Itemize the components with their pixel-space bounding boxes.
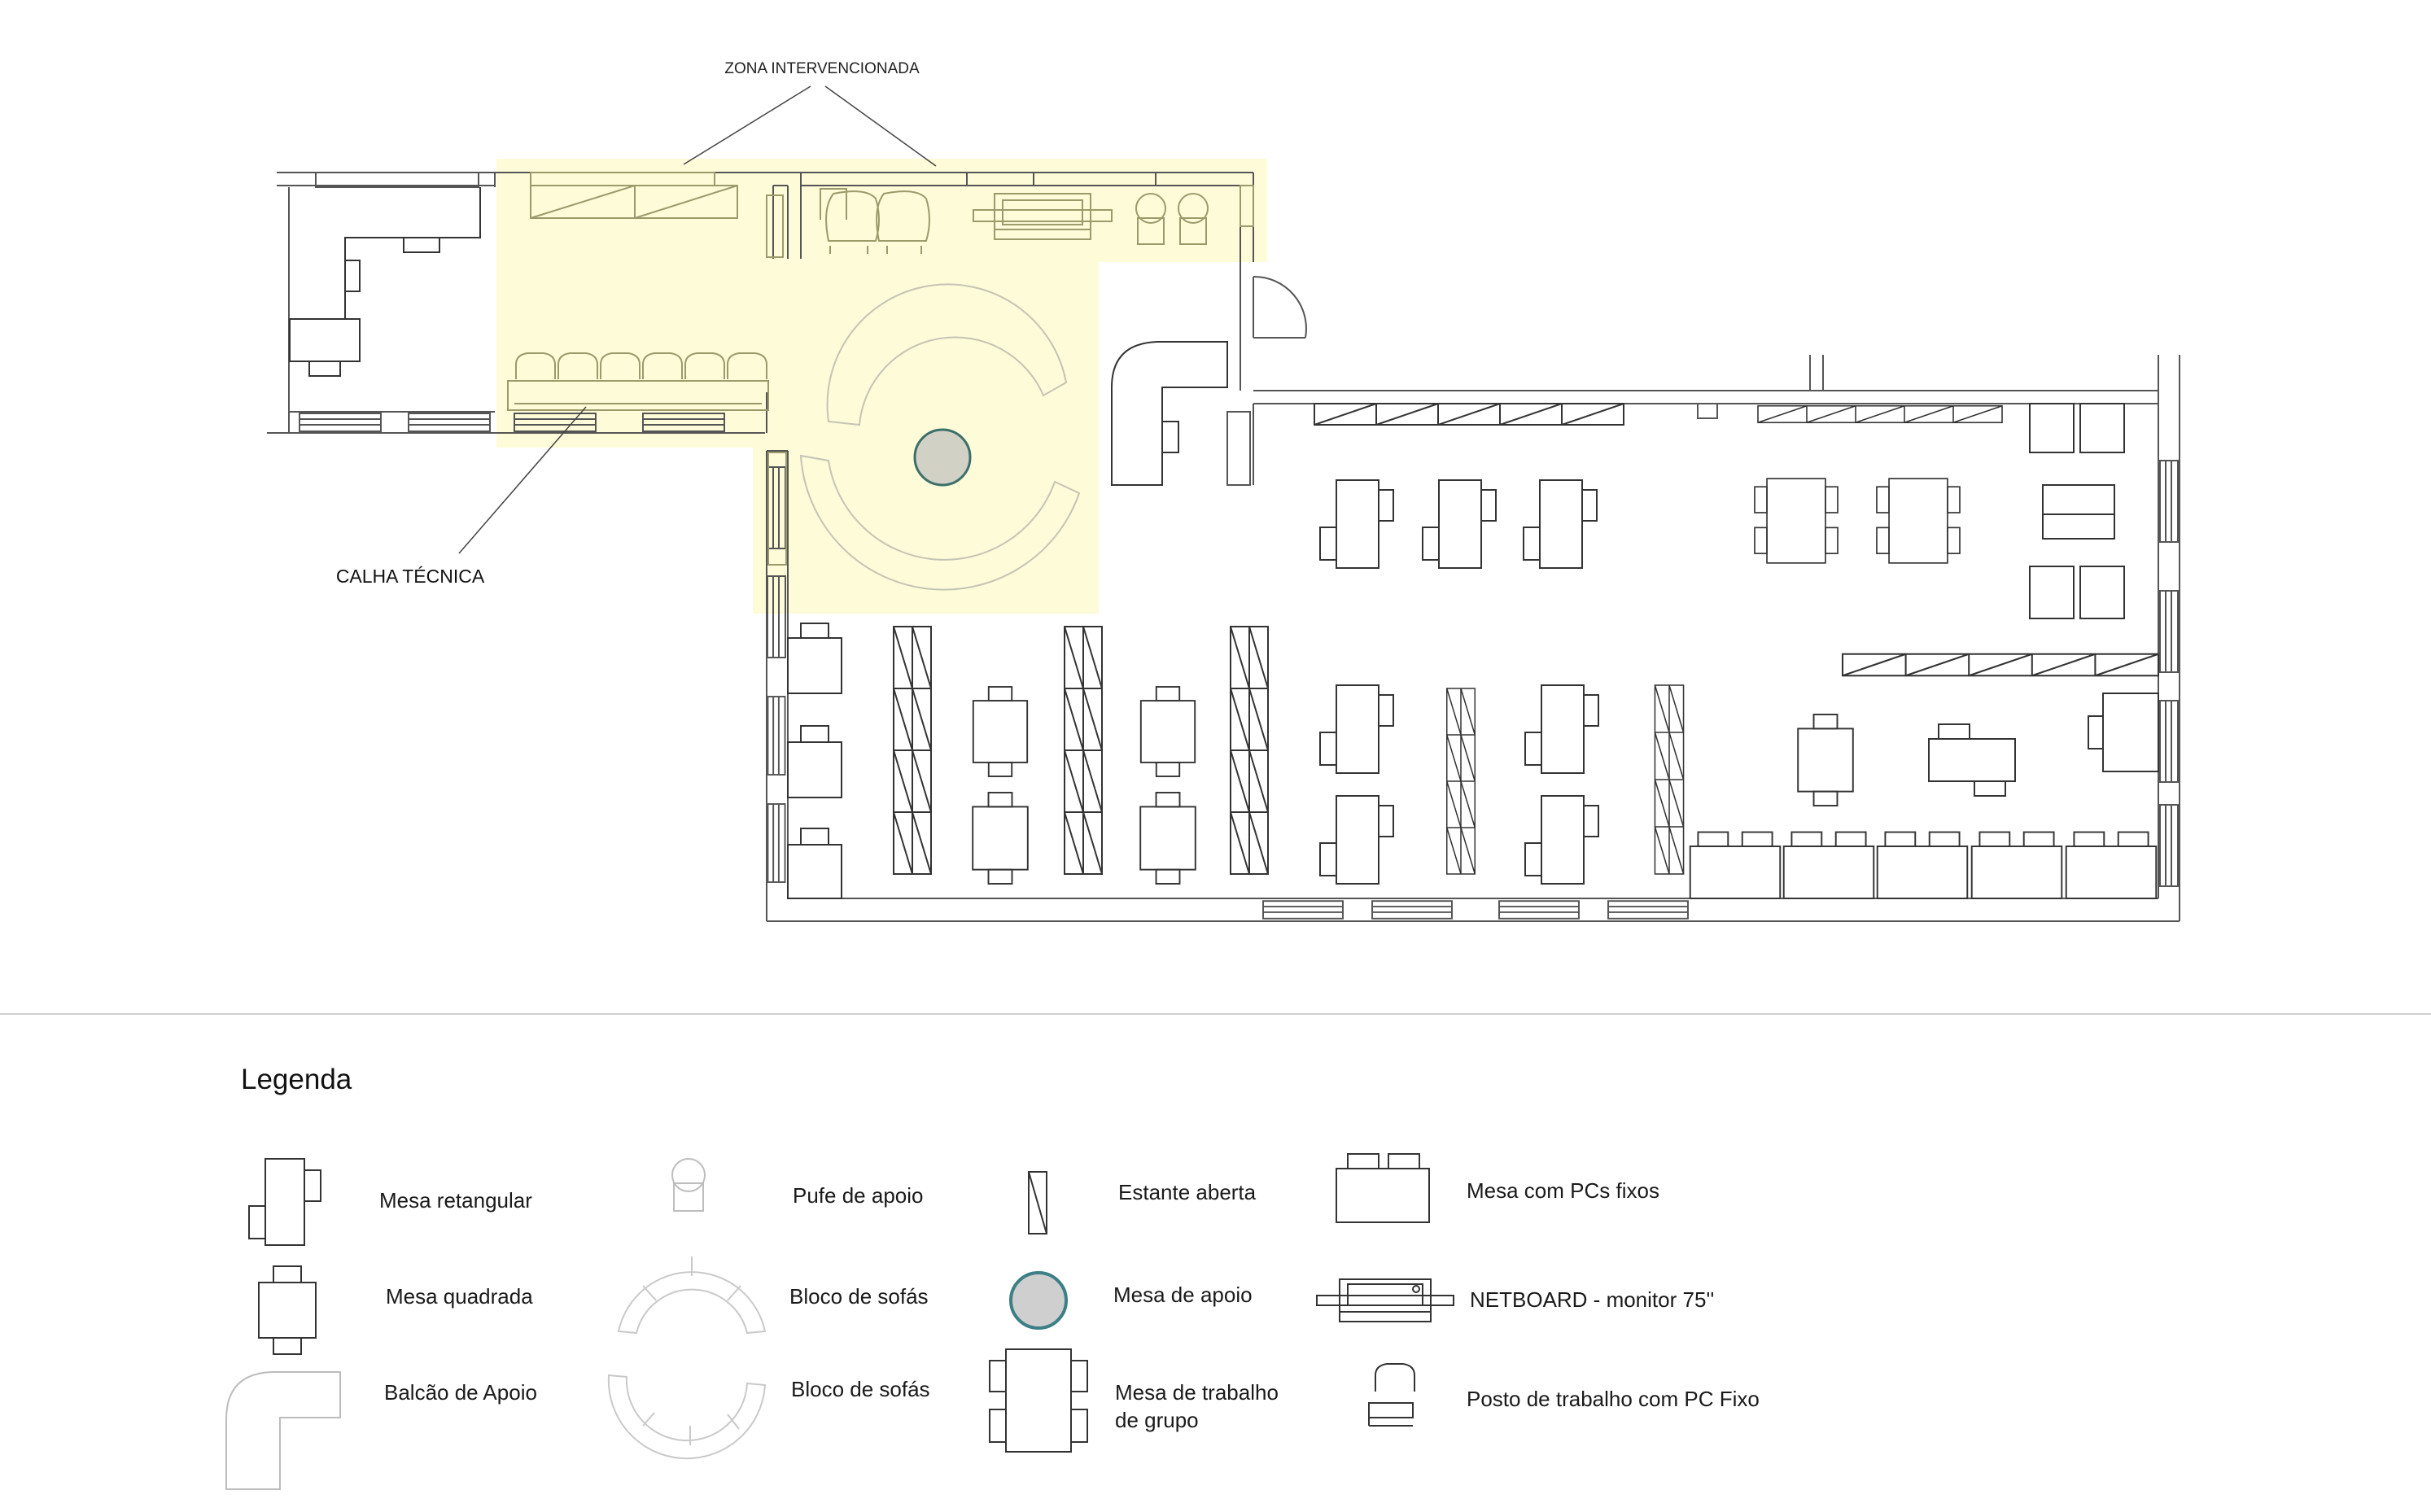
tables	[787, 403, 2159, 900]
calha-label: CALHA TÉCNICA	[336, 566, 485, 587]
legend-title: Legenda	[241, 1064, 352, 1095]
legend-symbol-mesa-quadrada	[258, 1265, 317, 1355]
legend-label-mesa-retangular: Mesa retangular	[379, 1188, 532, 1213]
legend-label-mesa-grupo-1: Mesa de trabalho	[1115, 1380, 1279, 1405]
legend-symbol-mesa-retangular	[248, 1158, 321, 1246]
legend-label-balcao-apoio: Balcão de Apoio	[384, 1380, 537, 1405]
annotations: ZONA INTERVENCIONADA CALHA TÉCNICA	[336, 60, 937, 587]
walls	[267, 172, 2180, 922]
legend-label-netboard: NETBOARD - monitor 75''	[1470, 1287, 1714, 1312]
zone-furniture	[458, 172, 1254, 591]
legend-label-mesa-quadrada: Mesa quadrada	[386, 1284, 533, 1309]
left-room-furniture	[289, 187, 481, 377]
legend-symbol-pufe	[671, 1158, 706, 1212]
legend-symbol-mesa-grupo	[989, 1348, 1088, 1453]
legend-label-pufe: Pufe de apoio	[793, 1183, 923, 1208]
legend-symbol-balcao-apoio	[225, 1371, 341, 1490]
legend-label-mesa-pcs: Mesa com PCs fixos	[1467, 1178, 1659, 1203]
support-table	[913, 428, 972, 487]
legend-symbol-mesa-pcs	[1336, 1153, 1430, 1223]
legend-label-mesa-apoio: Mesa de apoio	[1113, 1283, 1253, 1307]
legend-symbol-posto-pc	[1368, 1363, 1415, 1427]
legend: Legenda Mesa retangular Mesa quadrada Ba…	[225, 1064, 1760, 1490]
legend-label-mesa-grupo-2: de grupo	[1115, 1408, 1199, 1432]
legend-symbol-bloco-sofas-2	[607, 1374, 767, 1460]
legend-symbol-mesa-apoio	[1009, 1271, 1068, 1330]
legend-label-posto-pc: Posto de trabalho com PC Fixo	[1467, 1387, 1760, 1411]
legend-label-bloco-sofas-2: Bloco de sofás	[791, 1377, 930, 1401]
intervention-zone	[496, 159, 1267, 614]
legend-symbol-bloco-sofas-1	[617, 1256, 767, 1335]
legend-symbol-estante	[1028, 1171, 1047, 1235]
zone-label: ZONA INTERVENCIONADA	[724, 60, 920, 77]
workstation-chairs	[515, 352, 767, 379]
legend-label-estante: Estante aberta	[1118, 1180, 1257, 1204]
legend-symbol-netboard	[1316, 1278, 1454, 1322]
legend-label-bloco-sofas-1: Bloco de sofás	[789, 1284, 929, 1309]
reception-counter	[1111, 341, 1228, 486]
